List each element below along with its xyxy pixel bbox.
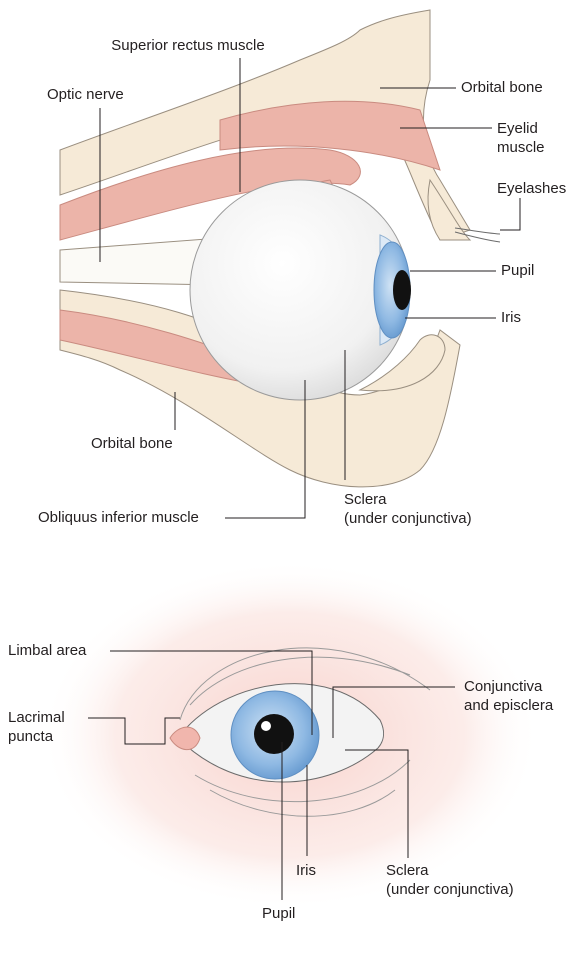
label-orbital-bone-bottom: Orbital bone <box>91 435 173 453</box>
label-superior-rectus: Superior rectus muscle <box>88 37 288 55</box>
label-lacrimal-2: puncta <box>8 728 53 746</box>
label-sclera-side-2: (under conjunctiva) <box>344 510 472 528</box>
front-pupil <box>254 714 294 754</box>
label-pupil-front: Pupil <box>262 905 295 923</box>
label-sclera-front-1: Sclera <box>386 862 429 880</box>
pupil-highlight <box>261 721 271 731</box>
label-lacrimal-1: Lacrimal <box>8 709 65 727</box>
label-iris-front: Iris <box>296 862 316 880</box>
label-sclera-front-2: (under conjunctiva) <box>386 881 514 899</box>
label-sclera-side-1: Sclera <box>344 491 387 509</box>
label-orbital-bone-top: Orbital bone <box>461 79 543 97</box>
label-conjunctiva-1: Conjunctiva <box>464 678 542 696</box>
label-eyelid-1: Eyelid <box>497 120 538 138</box>
label-eyelashes: Eyelashes <box>497 180 566 198</box>
label-conjunctiva-2: and episclera <box>464 697 553 715</box>
label-pupil-side: Pupil <box>501 262 534 280</box>
side-pupil <box>393 270 411 310</box>
label-obliquus: Obliquus inferior muscle <box>38 509 199 527</box>
label-limbal: Limbal area <box>8 642 86 660</box>
front-view <box>40 560 540 910</box>
label-eyelid-2: muscle <box>497 139 545 157</box>
label-iris-side: Iris <box>501 309 521 327</box>
label-optic-nerve: Optic nerve <box>47 86 124 104</box>
